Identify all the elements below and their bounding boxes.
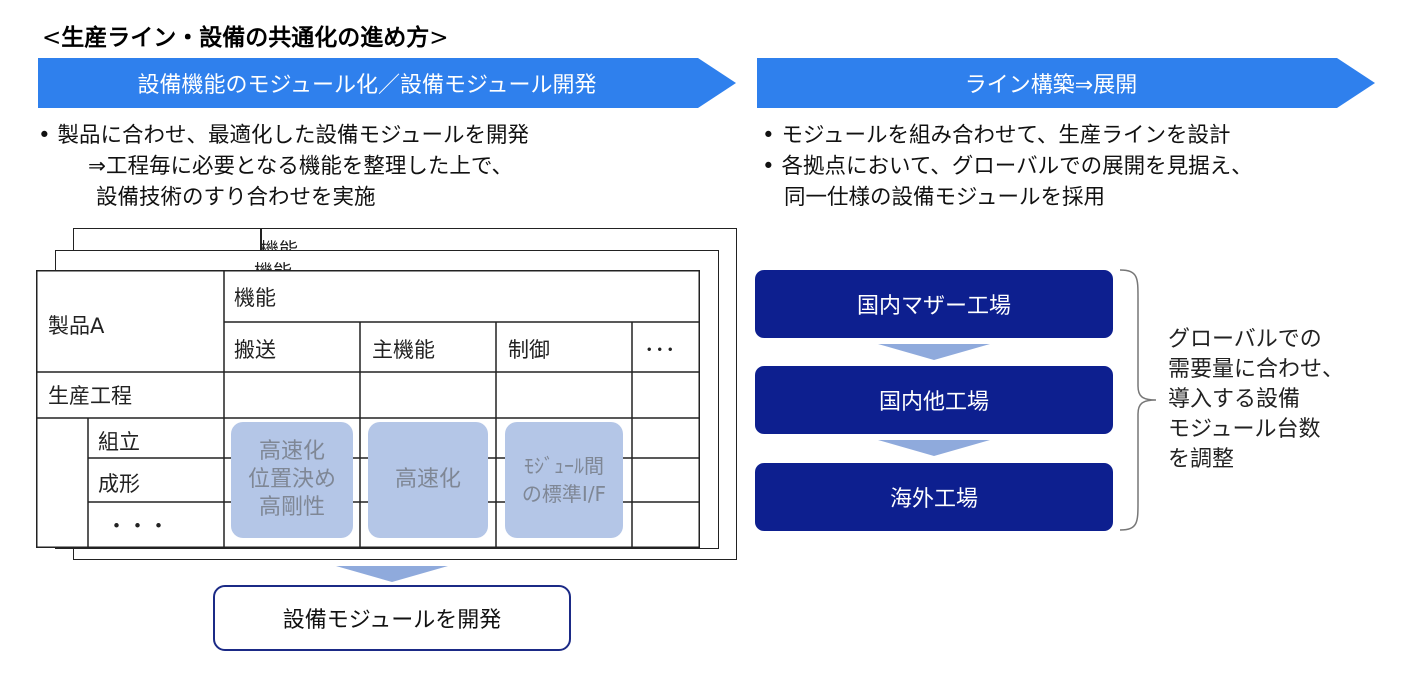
product-label: 製品A <box>48 314 105 338</box>
adjustment-note: グローバルでの 需要量に合わせ、 導入する設備 モジュール台数 を調整 <box>1168 327 1345 472</box>
domestic-factory-box: 国内他工場 <box>755 366 1113 434</box>
column-transport: 搬送 <box>234 338 276 362</box>
right-bullets: • モジュールを組み合わせて、生産ラインを設計 • 各拠点において、グローバルで… <box>762 120 1253 213</box>
page-title: <生産ライン・設備の共通化の進め方> <box>42 18 449 52</box>
mother-factory-box: 国内マザー工場 <box>755 270 1113 338</box>
left-bullets: • 製品に合わせ、最適化した設備モジュールを開発 ⇒工程毎に必要となる機能を整理… <box>38 120 529 213</box>
right-brace <box>1118 268 1162 532</box>
back-sheet-2-label: 機能 <box>260 239 299 251</box>
right-bullet-1: • モジュールを組み合わせて、生産ラインを設計 <box>762 123 1231 148</box>
right-banner-label: ライン構築⇒展開 <box>964 73 1138 98</box>
function-table: 製品A 機能 搬送 主機能 制御 ･･･ 生産工程 組立 成形 ・・・ 高速化 … <box>36 270 700 548</box>
overseas-factory-box: 海外工場 <box>755 463 1113 531</box>
left-bullet-sub-2: 設備技術のすり合わせを実施 <box>96 185 376 210</box>
function-header: 機能 <box>234 286 276 310</box>
highlight-control: ﾓｼﾞｭｰﾙ間 の標準I/F <box>505 422 623 538</box>
flow-arrow-2 <box>878 440 990 456</box>
process-molding: 成形 <box>98 472 140 496</box>
left-bullet-1: • 製品に合わせ、最適化した設備モジュールを開発 <box>38 123 530 148</box>
left-bullet-sub-1: ⇒工程毎に必要となる機能を整理した上で、 <box>88 154 514 179</box>
column-control: 制御 <box>508 338 550 362</box>
right-bullet-sub: 同一仕様の設備モジュールを採用 <box>784 185 1105 210</box>
title-bracket-close: > <box>429 25 449 51</box>
develop-module-box: 設備モジュールを開発 <box>213 585 571 651</box>
column-more: ･･･ <box>644 338 676 362</box>
overseas-factory-label: 海外工場 <box>889 487 978 512</box>
process-more: ・・・ <box>106 514 169 538</box>
process-assembly: 組立 <box>98 430 140 454</box>
back-sheet-1-label: 機能 <box>254 261 293 272</box>
domestic-factory-label: 国内他工場 <box>878 390 989 415</box>
highlight-main-function: 高速化 <box>368 422 488 538</box>
column-main-function: 主機能 <box>372 338 435 362</box>
left-banner: 設備機能のモジュール化／設備モジュール開発 <box>38 58 736 108</box>
develop-module-label: 設備モジュールを開発 <box>282 608 502 633</box>
develop-arrow <box>336 566 448 582</box>
left-banner-label: 設備機能のモジュール化／設備モジュール開発 <box>137 73 597 98</box>
title-text: 生産ライン・設備の共通化の進め方 <box>61 25 430 51</box>
flow-arrow-1 <box>878 344 990 360</box>
right-banner: ライン構築⇒展開 <box>757 58 1375 108</box>
mother-factory-label: 国内マザー工場 <box>856 294 1011 319</box>
back-divider <box>260 229 262 251</box>
right-bullet-2: • 各拠点において、グローバルでの展開を見据え、 <box>762 154 1253 179</box>
process-header: 生産工程 <box>48 384 132 408</box>
title-bracket-open: < <box>42 25 62 51</box>
highlight-transport: 高速化 位置決め 高剛性 <box>231 422 353 538</box>
